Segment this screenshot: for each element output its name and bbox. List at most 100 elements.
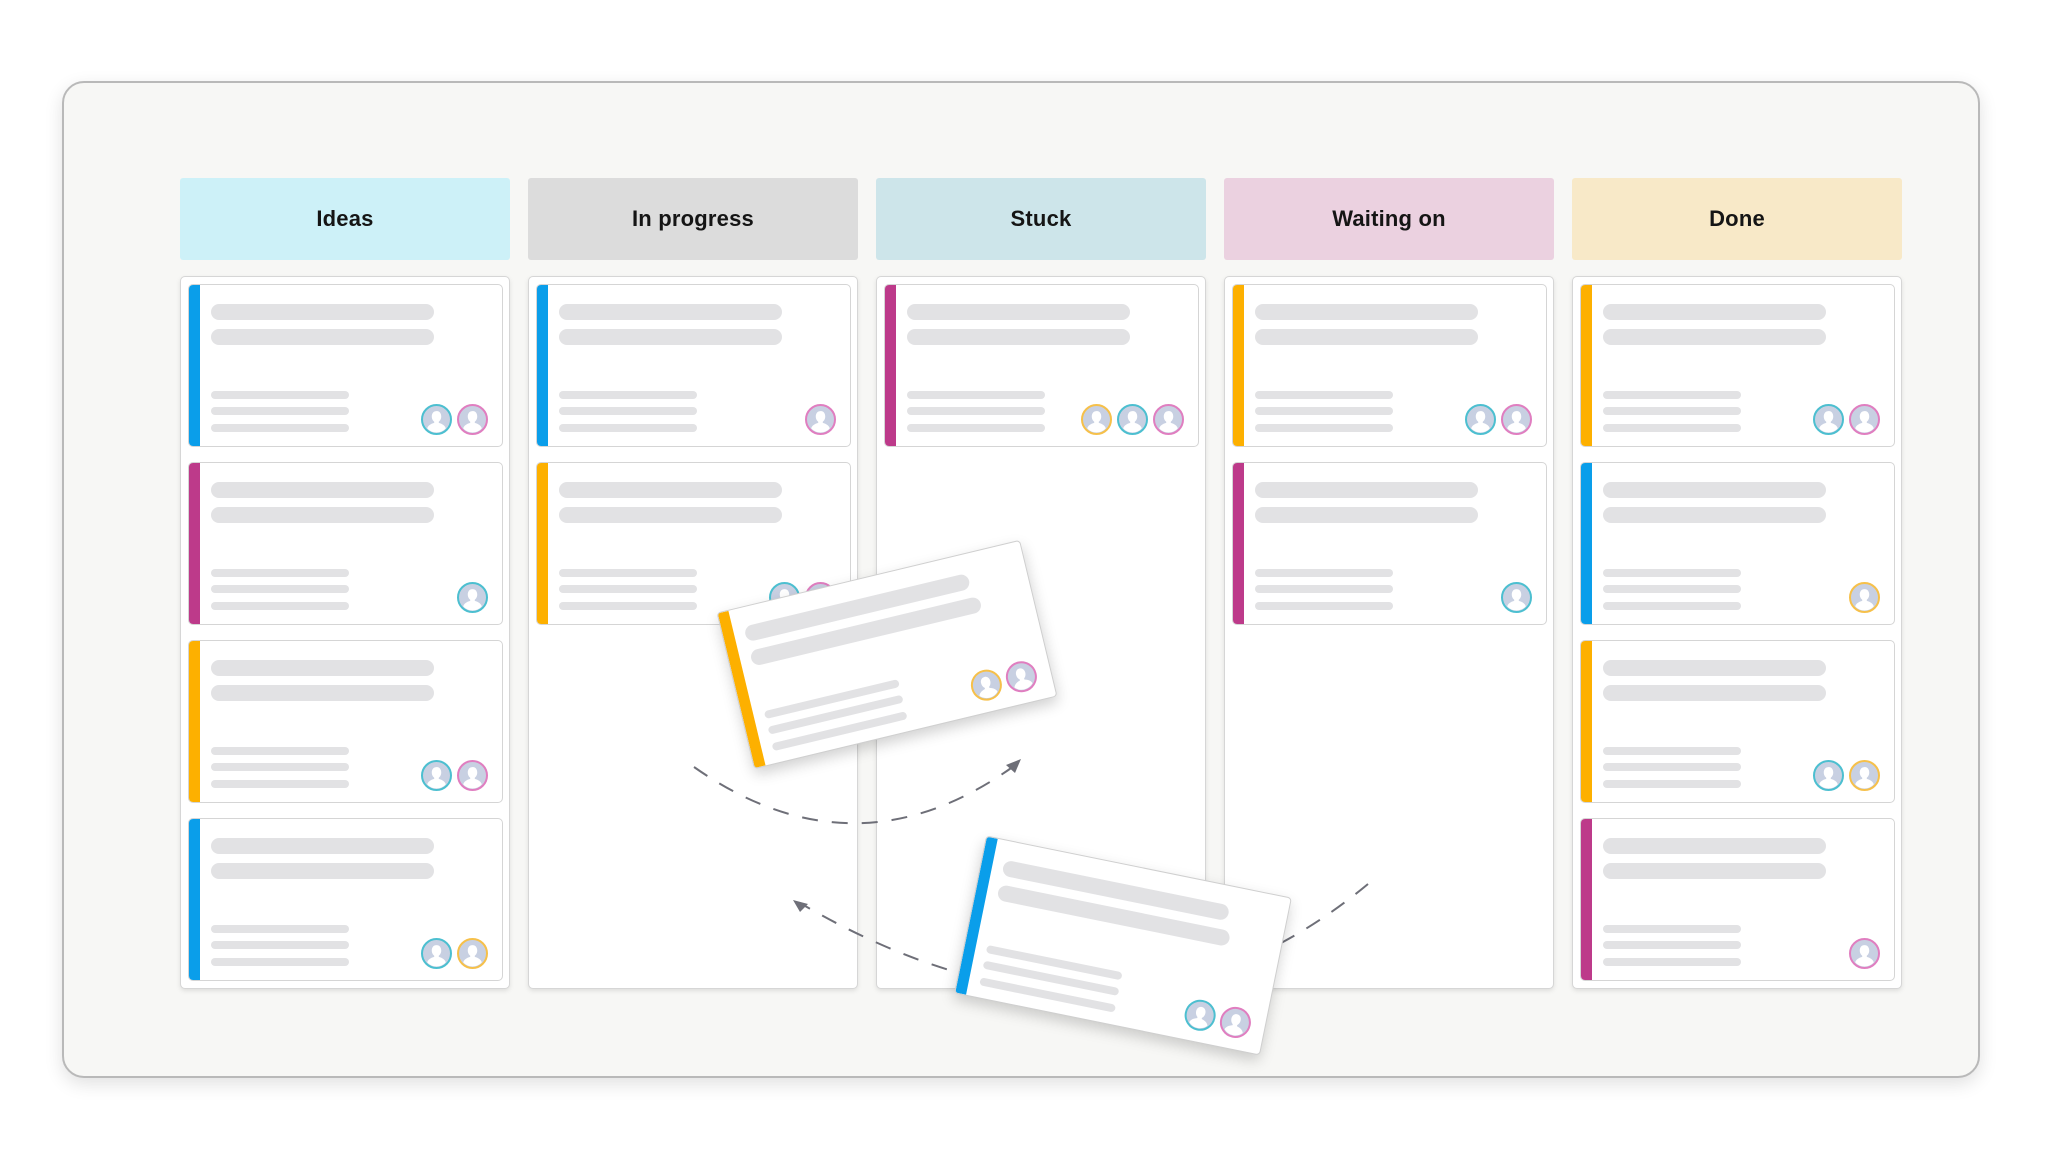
column-header-stuck[interactable]: Stuck xyxy=(876,178,1206,260)
card-title-placeholder xyxy=(559,304,782,320)
kanban-card[interactable] xyxy=(188,462,503,625)
avatar[interactable] xyxy=(1501,582,1532,613)
card-meta-placeholder xyxy=(907,424,1045,432)
card-title-placeholder xyxy=(211,660,434,676)
card-meta-placeholder xyxy=(211,407,349,415)
kanban-card[interactable] xyxy=(188,818,503,981)
card-title-placeholder xyxy=(1603,863,1826,879)
card-meta-placeholder xyxy=(211,585,349,593)
card-meta-placeholder xyxy=(1255,585,1393,593)
avatar[interactable] xyxy=(457,938,488,969)
avatar[interactable] xyxy=(1849,760,1880,791)
card-meta-placeholder xyxy=(1603,569,1741,577)
kanban-card[interactable] xyxy=(1580,284,1895,447)
card-meta-placeholder xyxy=(211,424,349,432)
avatar[interactable] xyxy=(1849,404,1880,435)
card-meta-placeholder xyxy=(559,424,697,432)
avatar[interactable] xyxy=(457,760,488,791)
card-title-placeholder xyxy=(211,838,434,854)
card-assignees xyxy=(1465,404,1532,435)
card-assignees xyxy=(457,582,488,613)
card-meta-placeholder xyxy=(1255,407,1393,415)
card-title-placeholder xyxy=(1255,482,1478,498)
avatar[interactable] xyxy=(457,404,488,435)
avatar[interactable] xyxy=(1153,404,1184,435)
card-meta-placeholder xyxy=(211,925,349,933)
card-title-placeholder xyxy=(211,304,434,320)
avatar[interactable] xyxy=(1849,938,1880,969)
avatar[interactable] xyxy=(1117,404,1148,435)
card-assignees xyxy=(1849,938,1880,969)
card-title-placeholder xyxy=(1603,507,1826,523)
card-title-placeholder xyxy=(1255,329,1478,345)
card-assignees xyxy=(805,404,836,435)
kanban-card[interactable] xyxy=(536,284,851,447)
card-meta-placeholder xyxy=(211,569,349,577)
avatar[interactable] xyxy=(1465,404,1496,435)
card-color-stripe xyxy=(1233,463,1244,624)
card-assignees xyxy=(1813,760,1880,791)
card-title-placeholder xyxy=(1603,304,1826,320)
card-meta-placeholder xyxy=(559,407,697,415)
avatar[interactable] xyxy=(1813,760,1844,791)
kanban-card[interactable] xyxy=(1232,284,1547,447)
card-color-stripe xyxy=(537,463,548,624)
card-title-placeholder xyxy=(559,482,782,498)
column-header-waiting-on[interactable]: Waiting on xyxy=(1224,178,1554,260)
kanban-card[interactable] xyxy=(188,284,503,447)
card-assignees xyxy=(1813,404,1880,435)
card-meta-placeholder xyxy=(1603,958,1741,966)
avatar[interactable] xyxy=(1081,404,1112,435)
card-meta-placeholder xyxy=(1603,424,1741,432)
kanban-card[interactable] xyxy=(1232,462,1547,625)
card-meta-placeholder xyxy=(1603,391,1741,399)
kanban-card[interactable] xyxy=(1580,462,1895,625)
card-title-placeholder xyxy=(907,304,1130,320)
column-header-in-progress[interactable]: In progress xyxy=(528,178,858,260)
card-color-stripe xyxy=(537,285,548,446)
avatar[interactable] xyxy=(1813,404,1844,435)
avatar[interactable] xyxy=(421,938,452,969)
card-color-stripe xyxy=(1581,819,1592,980)
card-color-stripe xyxy=(1233,285,1244,446)
card-title-placeholder xyxy=(1603,838,1826,854)
card-meta-placeholder xyxy=(1603,780,1741,788)
avatar[interactable] xyxy=(457,582,488,613)
avatar[interactable] xyxy=(1501,404,1532,435)
card-title-placeholder xyxy=(211,685,434,701)
avatar[interactable] xyxy=(1181,996,1219,1034)
card-meta-placeholder xyxy=(559,585,697,593)
avatar[interactable] xyxy=(1849,582,1880,613)
card-meta-placeholder xyxy=(211,391,349,399)
card-title-placeholder xyxy=(211,329,434,345)
avatar[interactable] xyxy=(805,404,836,435)
card-meta-placeholder xyxy=(211,780,349,788)
card-meta-placeholder xyxy=(211,763,349,771)
kanban-card[interactable] xyxy=(1580,818,1895,981)
avatar[interactable] xyxy=(421,760,452,791)
card-meta-placeholder xyxy=(559,391,697,399)
kanban-card[interactable] xyxy=(1580,640,1895,803)
card-title-placeholder xyxy=(211,507,434,523)
card-title-placeholder xyxy=(1255,507,1478,523)
dragging-card[interactable] xyxy=(716,539,1058,769)
card-title-placeholder xyxy=(1603,660,1826,676)
column-header-ideas[interactable]: Ideas xyxy=(180,178,510,260)
card-meta-placeholder xyxy=(559,602,697,610)
kanban-card[interactable] xyxy=(884,284,1199,447)
kanban-card[interactable] xyxy=(188,640,503,803)
card-color-stripe xyxy=(1581,641,1592,802)
card-title-placeholder xyxy=(1603,685,1826,701)
card-title-placeholder xyxy=(211,482,434,498)
card-assignees xyxy=(421,760,488,791)
avatar[interactable] xyxy=(1002,657,1041,695)
card-meta-placeholder xyxy=(1603,941,1741,949)
avatar[interactable] xyxy=(967,665,1006,704)
dragging-card[interactable] xyxy=(954,835,1292,1055)
avatar[interactable] xyxy=(1217,1003,1254,1041)
card-assignees xyxy=(1081,404,1184,435)
avatar[interactable] xyxy=(421,404,452,435)
card-meta-placeholder xyxy=(211,747,349,755)
column-header-done[interactable]: Done xyxy=(1572,178,1902,260)
card-color-stripe xyxy=(1581,285,1592,446)
